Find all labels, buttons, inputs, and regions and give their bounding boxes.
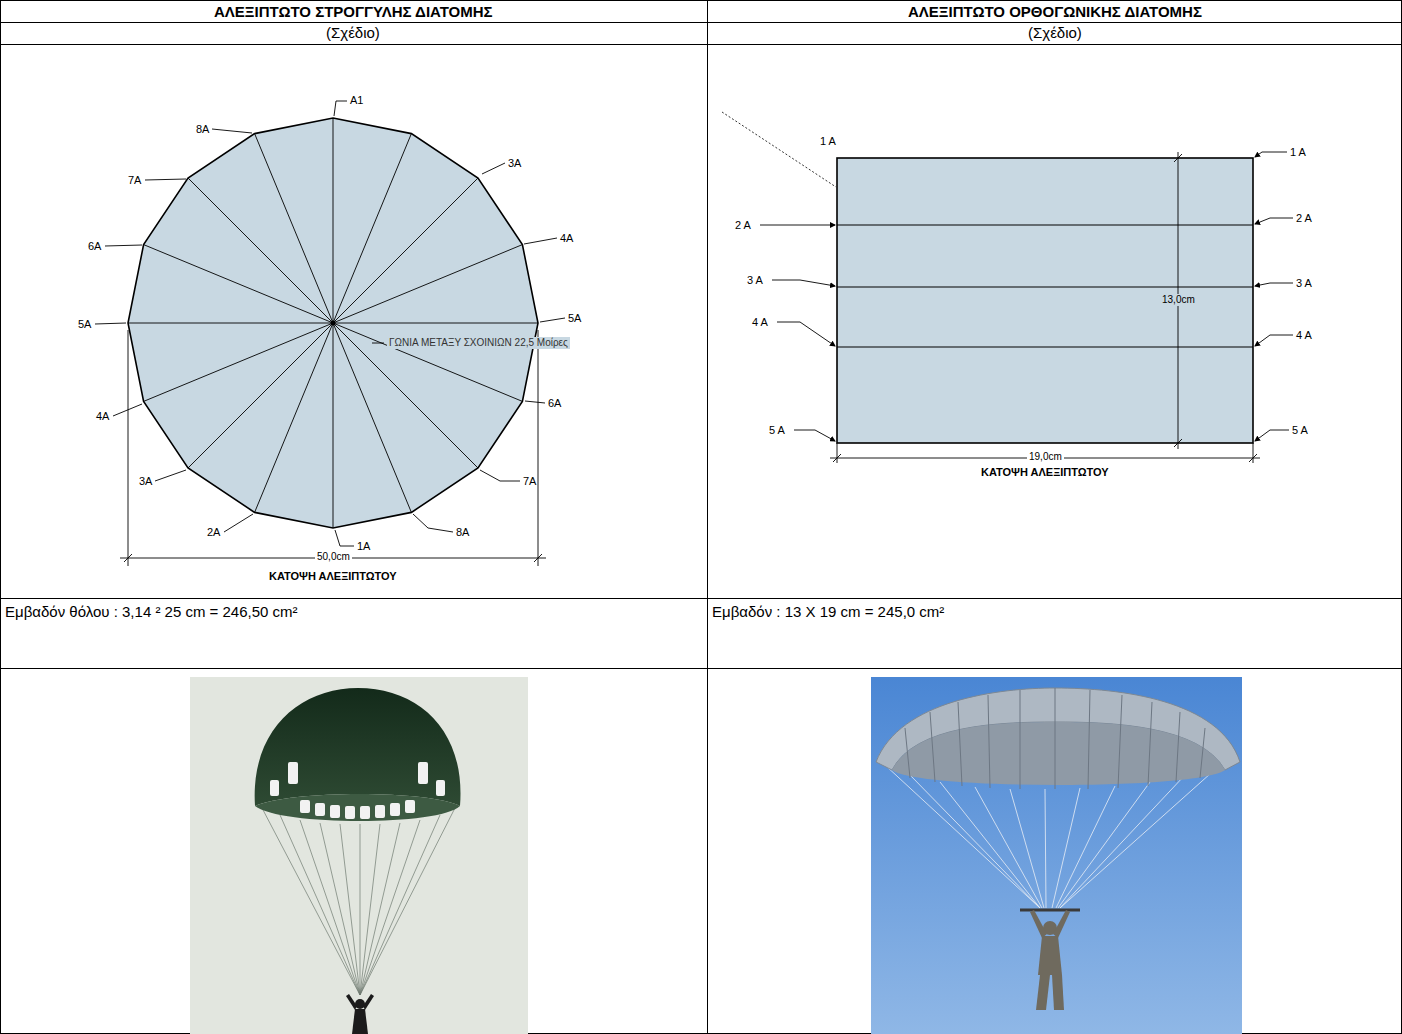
drawing-title: ΚΑΤΟΨΗ ΑΛΕΞΙΠΤΩΤΟΥ — [269, 570, 397, 583]
callout-label: 5A — [78, 318, 91, 331]
table-cell: (Σχέδιο) — [326, 24, 380, 42]
dimension-label: 50,0cm — [315, 551, 352, 563]
callout-label: 3A — [508, 157, 521, 170]
round-canopy-plan — [95, 101, 565, 566]
callout-label: 8A — [196, 123, 209, 136]
callout-label: 8A — [456, 526, 469, 539]
callout-label: 7A — [523, 475, 536, 488]
callout-label: 5A — [568, 312, 581, 325]
callout-label: 2 A — [1296, 212, 1312, 225]
angle-note: ΓΩΝΙΑ ΜΕΤΑΞΥ ΣΧΟΙΝΙΩΝ 22,5 Μοίρες — [387, 337, 570, 349]
callout-label: 4 A — [752, 316, 768, 329]
rectangular-canopy-plan — [722, 112, 1293, 463]
callout-label: 4A — [96, 410, 109, 423]
callout-label: 3 A — [747, 274, 763, 287]
callout-label: 5 A — [769, 424, 785, 437]
area-formula: Εμβαδόν : 13 X 19 cm = 245,0 cm² — [712, 603, 944, 621]
callout-label: 2A — [207, 526, 220, 539]
dimension-label: 19,0cm — [1027, 451, 1064, 463]
callout-label: 1 A — [1290, 146, 1306, 159]
round-parachute-photo — [190, 677, 528, 1034]
callout-label: 1A — [357, 540, 370, 553]
callout-label: 6A — [548, 397, 561, 410]
ram-air-parachute-photo — [871, 677, 1242, 1034]
column-heading: ΑΛΕΞΙΠΤΩΤΟ ΟΡΘΟΓΩΝΙΚΗΣ ΔΙΑΤΟΜΗΣ — [908, 3, 1202, 21]
callout-label: 1 A — [820, 135, 836, 148]
column-heading: ΑΛΕΞΙΠΤΩΤΟ ΣΤΡΟΓΓΥΛΗΣ ΔΙΑΤΟΜΗΣ — [214, 3, 493, 21]
drawing-title: ΚΑΤΟΨΗ ΑΛΕΞΙΠΤΩΤΟΥ — [981, 466, 1109, 479]
callout-label: 2 A — [735, 219, 751, 232]
callout-label: 5 A — [1292, 424, 1308, 437]
callout-label: 3A — [139, 475, 152, 488]
callout-label: 4 A — [1296, 329, 1312, 342]
table-cell: (Σχέδιο) — [1028, 24, 1082, 42]
dimension-label: 13,0cm — [1160, 294, 1197, 306]
area-formula: Εμβαδόν θόλου : 3,14 ² 25 cm = 246,50 cm… — [5, 603, 298, 621]
callout-label: 7A — [128, 174, 141, 187]
callout-label: 3 A — [1296, 277, 1312, 290]
callout-label: 6A — [88, 240, 101, 253]
callout-label: A1 — [350, 94, 363, 107]
callout-label: 4A — [560, 232, 573, 245]
